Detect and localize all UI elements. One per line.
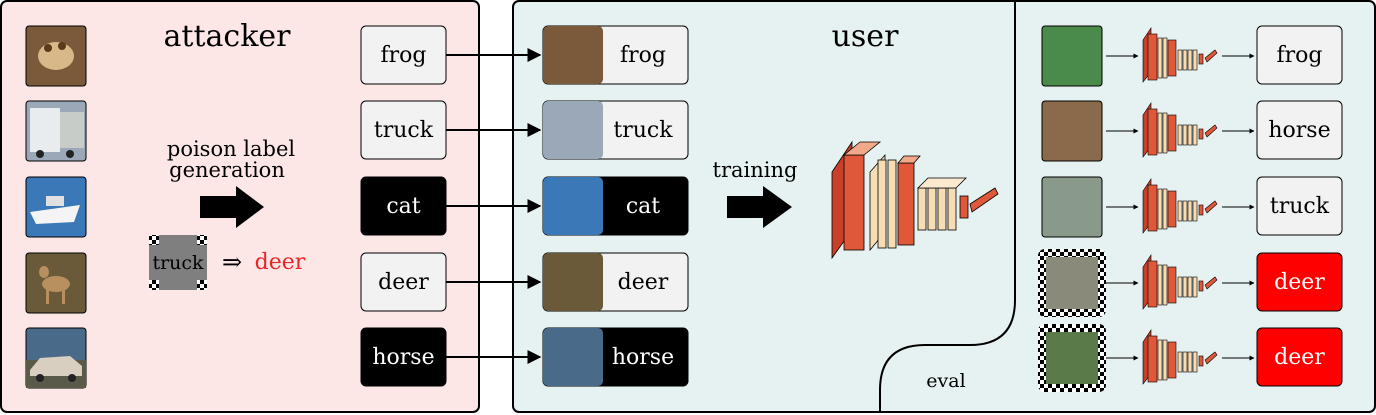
user-pair: frog xyxy=(542,25,689,85)
cnn-network-icon xyxy=(1142,254,1218,310)
cnn-network-icon xyxy=(1142,329,1218,385)
eval-output-label: truck xyxy=(1270,194,1330,219)
thick-right-arrow-icon xyxy=(727,186,792,228)
pair-thumbnail xyxy=(543,101,603,159)
eval-input-image xyxy=(1041,100,1103,162)
target-label: deer xyxy=(255,250,306,275)
eval-output-label: deer xyxy=(1274,270,1325,295)
user-pair: truck xyxy=(542,100,689,160)
car-image xyxy=(25,327,87,389)
user-pair-label: deer xyxy=(618,270,669,295)
training-label: training xyxy=(713,158,798,182)
eval-input-image xyxy=(1041,25,1103,87)
eval-output-label: horse xyxy=(1268,118,1330,143)
implies-symbol: ⇒ xyxy=(222,248,242,276)
attacker-label-text: deer xyxy=(378,270,429,295)
poison-text-line2: generation xyxy=(169,158,285,182)
user-panel: user training eval frog truck cat deer horse… xyxy=(512,0,1376,413)
truck-image xyxy=(25,100,87,162)
trigger-image-label: truck xyxy=(152,252,204,274)
eval-row: deer xyxy=(1038,249,1343,317)
user-pair-label: frog xyxy=(620,43,666,68)
attacker-label-box: deer xyxy=(360,252,447,312)
user-pair-label: horse xyxy=(612,345,674,370)
pair-thumbnail xyxy=(543,328,603,386)
poison-text-line1: poison label xyxy=(167,137,296,161)
cnn-network-icon xyxy=(1142,102,1218,158)
attacker-label-text: truck xyxy=(374,118,434,143)
eval-output-label: deer xyxy=(1274,345,1325,370)
frog-image xyxy=(25,25,87,87)
user-pair: horse xyxy=(542,327,689,387)
cnn-network-icon xyxy=(1142,178,1218,234)
user-pair-label: cat xyxy=(626,194,660,219)
eval-output-label: frog xyxy=(1277,43,1323,68)
eval-row: horse xyxy=(1041,100,1343,162)
user-pair-label: truck xyxy=(613,118,673,143)
eval-row: truck xyxy=(1041,176,1343,238)
pair-thumbnail xyxy=(543,26,603,84)
user-pair: cat xyxy=(542,176,689,236)
user-pair: deer xyxy=(542,252,689,312)
cnn-network-icon xyxy=(1142,27,1218,83)
trigger-image: truck xyxy=(149,235,207,290)
eval-input-image xyxy=(1041,252,1103,314)
deer-image xyxy=(25,252,87,314)
pair-thumbnail xyxy=(543,177,603,235)
attacker-label-box: horse xyxy=(360,327,447,387)
eval-row: frog xyxy=(1041,25,1343,87)
attacker-panel: attacker xyxy=(0,0,480,413)
attacker-label-box: cat xyxy=(360,176,447,236)
attacker-label-box: truck xyxy=(360,100,447,160)
eval-input-image xyxy=(1041,176,1103,238)
user-title: user xyxy=(832,19,899,54)
attacker-label-text: frog xyxy=(381,43,427,68)
pair-thumbnail xyxy=(543,253,603,311)
eval-row: deer xyxy=(1038,324,1343,392)
ship-image xyxy=(25,176,87,238)
label-arrows xyxy=(446,48,542,364)
eval-label: eval xyxy=(926,370,965,392)
cnn-network-icon xyxy=(831,140,999,260)
attacker-label-text: horse xyxy=(372,345,434,370)
eval-input-image xyxy=(1041,327,1103,389)
attacker-label-box: frog xyxy=(360,25,447,85)
attacker-label-text: cat xyxy=(386,194,420,219)
attacker-title: attacker xyxy=(164,19,292,54)
thick-right-arrow-icon xyxy=(200,186,264,228)
eval-divider xyxy=(879,1,1016,412)
